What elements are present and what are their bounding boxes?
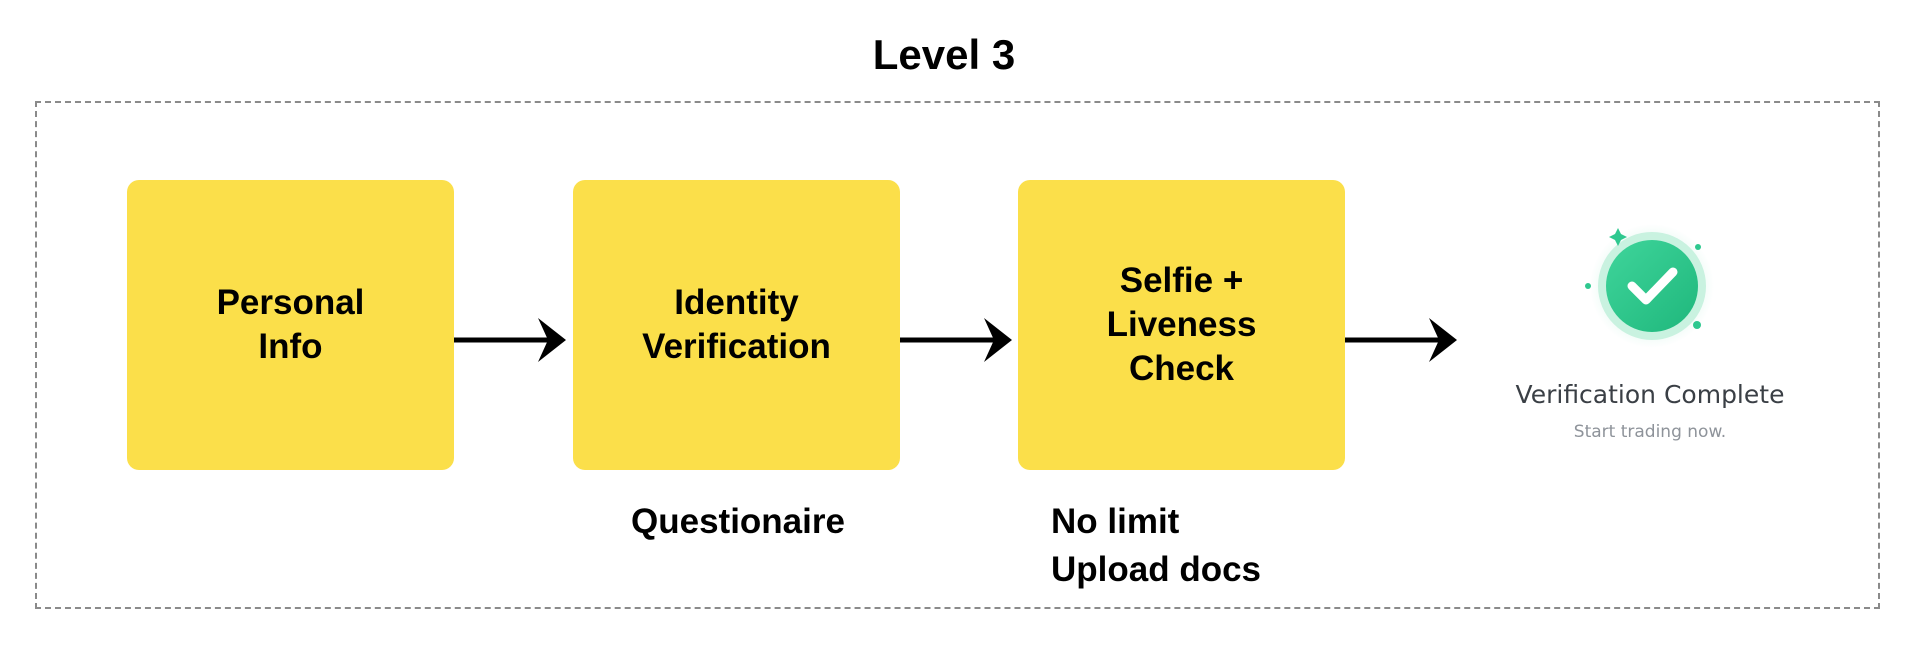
verification-complete-card: Verification Complete Start trading now. [1480, 220, 1820, 460]
step-personal-info: Personal Info [127, 180, 454, 470]
step-label: Selfie + Liveness Check [1106, 261, 1257, 388]
level-frame [35, 101, 1880, 609]
completion-title: Verification Complete [1515, 380, 1785, 409]
arrow-icon [1345, 318, 1457, 362]
diagram-title: Level 3 [872, 31, 1016, 78]
arrow-icon [454, 318, 566, 362]
note-upload-docs: Upload docs [1051, 550, 1262, 589]
step-identity-verification: Identity Verification [573, 180, 900, 470]
arrow-icon [900, 318, 1012, 362]
step-label: Personal Info [216, 283, 365, 366]
note-no-limit: No limit [1051, 502, 1180, 541]
check-circle-icon [1585, 224, 1714, 348]
note-questionaire: Questionaire [631, 502, 845, 541]
completion-subtitle: Start trading now. [1573, 422, 1727, 442]
step-selfie-liveness: Selfie + Liveness Check [1018, 180, 1345, 470]
step-label: Identity Verification [642, 283, 831, 366]
